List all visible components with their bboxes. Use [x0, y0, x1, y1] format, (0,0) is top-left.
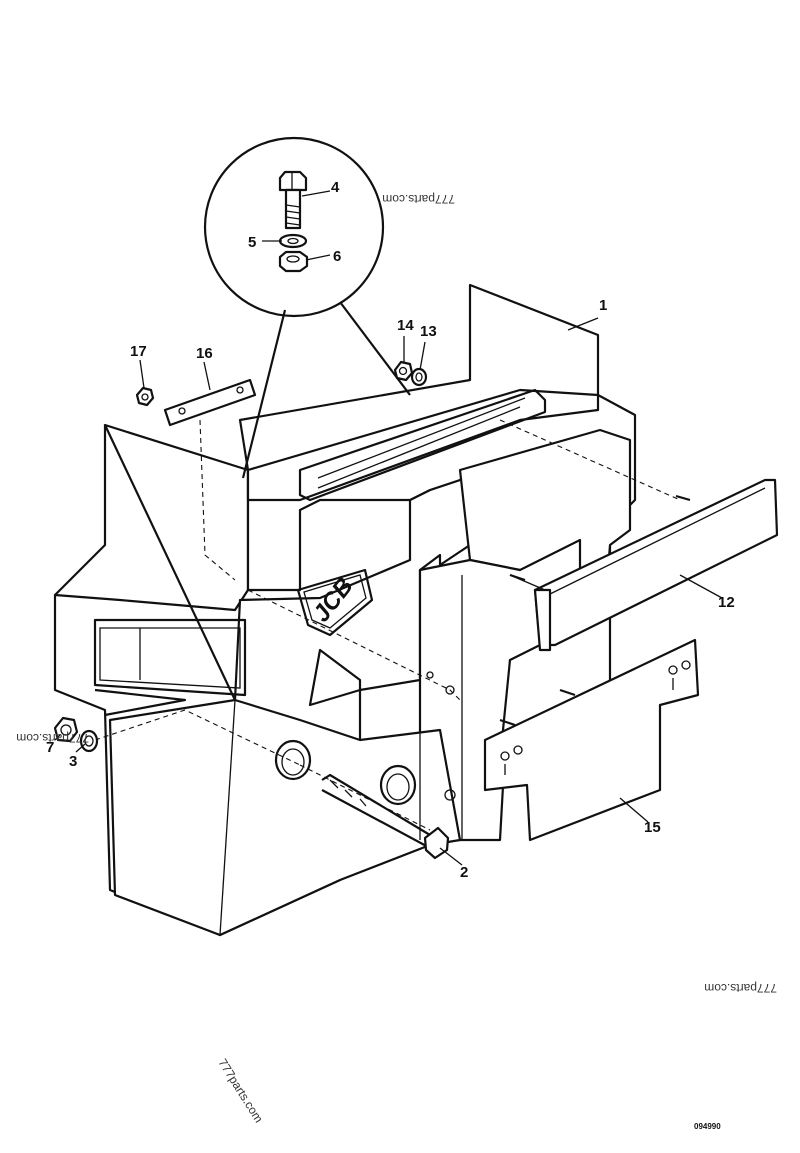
- part-17-nut: [135, 386, 155, 407]
- part-4-bolt: [278, 170, 308, 230]
- callout-labels: 1 2 3 4 5 6 7 12 13 14 15 16 17: [46, 179, 735, 881]
- leader-lines: [54, 190, 723, 866]
- counterweight-body: [53, 283, 637, 937]
- callout-2: 2: [460, 864, 468, 881]
- reference-number: 094990: [694, 1122, 721, 1131]
- callout-17: 17: [130, 343, 147, 360]
- callout-7: 7: [46, 739, 54, 756]
- watermark-4: 777parts.com: [215, 1056, 265, 1125]
- part-5-washer: [278, 233, 308, 249]
- watermark-3: 777parts.com: [704, 981, 777, 995]
- part-12-bracket: [509, 478, 779, 652]
- callout-5: 5: [248, 234, 256, 251]
- part-6-nut: [278, 250, 309, 273]
- callout-3: 3: [69, 753, 77, 770]
- watermark-2: 777parts.com: [16, 731, 89, 745]
- part-13-washer: [410, 367, 428, 387]
- callout-14: 14: [397, 317, 414, 334]
- callout-16: 16: [196, 345, 213, 362]
- callout-6: 6: [333, 248, 341, 265]
- callout-15: 15: [644, 819, 661, 836]
- part-15-plate: [483, 638, 700, 842]
- watermark-1: 777parts.com: [382, 192, 455, 206]
- hidden-lines: [94, 419, 681, 831]
- callout-12: 12: [718, 594, 735, 611]
- callout-13: 13: [420, 323, 437, 340]
- callout-1: 1: [599, 297, 607, 314]
- part-7-nut: [53, 716, 79, 743]
- part-3-washer: [79, 729, 99, 753]
- detail-view: [203, 136, 411, 479]
- callout-4: 4: [331, 179, 340, 196]
- part-16-strap: [163, 378, 257, 427]
